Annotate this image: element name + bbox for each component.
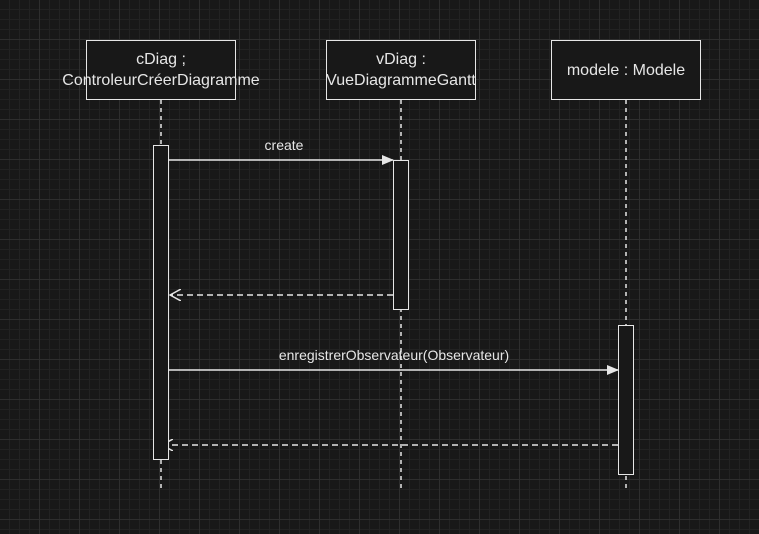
- participant-cdiag: cDiag ; ControleurCréerDiagramme: [62, 40, 260, 100]
- participant-modele: modele : Modele: [551, 40, 701, 100]
- activation-cdiag: [153, 145, 169, 460]
- participant-modele-label: modele : Modele: [566, 61, 686, 79]
- message-enregistrer-label: enregistrerObservateur(Observateur): [278, 347, 510, 363]
- message-create-label: create: [264, 137, 304, 153]
- participant-cdiag-label: cDiag ; ControleurCréerDiagramme: [62, 51, 260, 89]
- participant-vdiag-label: vDiag : VueDiagrammeGantt: [326, 51, 476, 89]
- activation-vdiag: [393, 160, 409, 310]
- participant-vdiag: vDiag : VueDiagrammeGantt: [326, 40, 476, 100]
- activation-modele: [618, 325, 634, 475]
